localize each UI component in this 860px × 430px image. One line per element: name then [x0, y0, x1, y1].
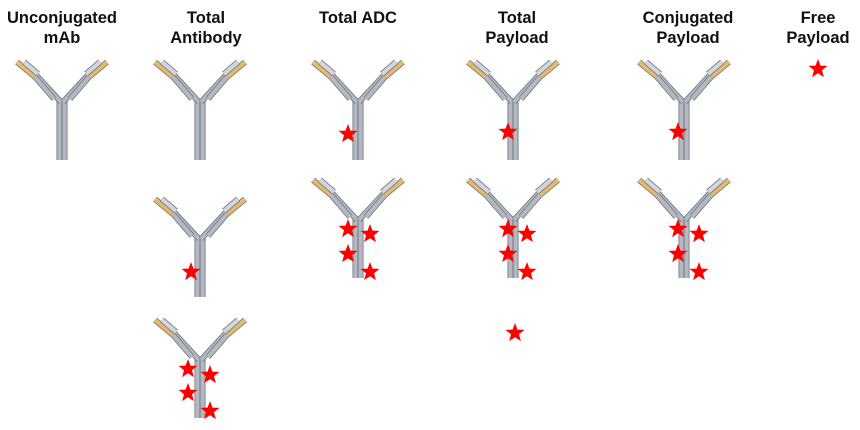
- header-line-1: Total: [497, 9, 537, 27]
- star-icon: [808, 59, 828, 78]
- star-icon: [498, 219, 518, 238]
- antibody-icon: [153, 317, 247, 418]
- header-total-adc: Total ADC: [283, 8, 433, 28]
- star-icon: [498, 122, 518, 141]
- star-icon: [668, 244, 688, 263]
- antibody-icon: [637, 177, 731, 278]
- antibody-icon: [311, 177, 405, 278]
- header-total-payload: Total Payload: [442, 8, 592, 48]
- antibody-icon: [637, 59, 731, 160]
- star-icon: [689, 262, 709, 281]
- header-line-1: Total ADC: [319, 9, 397, 27]
- star-icon: [517, 224, 537, 243]
- star-icon: [338, 124, 358, 143]
- header-line-2: mAb: [43, 29, 81, 47]
- header-conjugated-payload: Conjugated Payload: [613, 8, 763, 48]
- antibody-icon: [15, 59, 109, 160]
- header-line-2: Payload: [656, 29, 720, 47]
- star-icon: [338, 244, 358, 263]
- star-icon: [668, 219, 688, 238]
- header-free-payload: Free Payload: [743, 8, 860, 48]
- star-icon: [200, 401, 220, 420]
- header-line-1: Total: [186, 9, 226, 27]
- antibody-icon: [311, 59, 405, 160]
- antibody-icon: [466, 59, 560, 160]
- header-line-2: Payload: [786, 29, 850, 47]
- star-icon: [360, 224, 380, 243]
- header-line-2: Payload: [485, 29, 549, 47]
- star-icon: [498, 244, 518, 263]
- antibody-icon: [153, 59, 247, 160]
- antibody-icon: [153, 196, 247, 297]
- star-icon: [178, 359, 198, 378]
- star-icon: [181, 262, 201, 281]
- header-line-1: Conjugated: [642, 9, 734, 27]
- header-total-antibody: Total Antibody: [131, 8, 281, 48]
- star-icon: [689, 224, 709, 243]
- star-icon: [360, 262, 380, 281]
- star-icon: [338, 219, 358, 238]
- star-icon: [517, 262, 537, 281]
- star-icon: [178, 383, 198, 402]
- star-icon: [668, 122, 688, 141]
- header-line-2: Antibody: [170, 29, 242, 47]
- header-unconjugated-mab: Unconjugated mAb: [0, 8, 137, 48]
- star-icon: [505, 323, 525, 342]
- header-line-1: Free: [800, 9, 836, 27]
- header-line-1: Unconjugated: [7, 9, 117, 27]
- star-icon: [200, 365, 220, 384]
